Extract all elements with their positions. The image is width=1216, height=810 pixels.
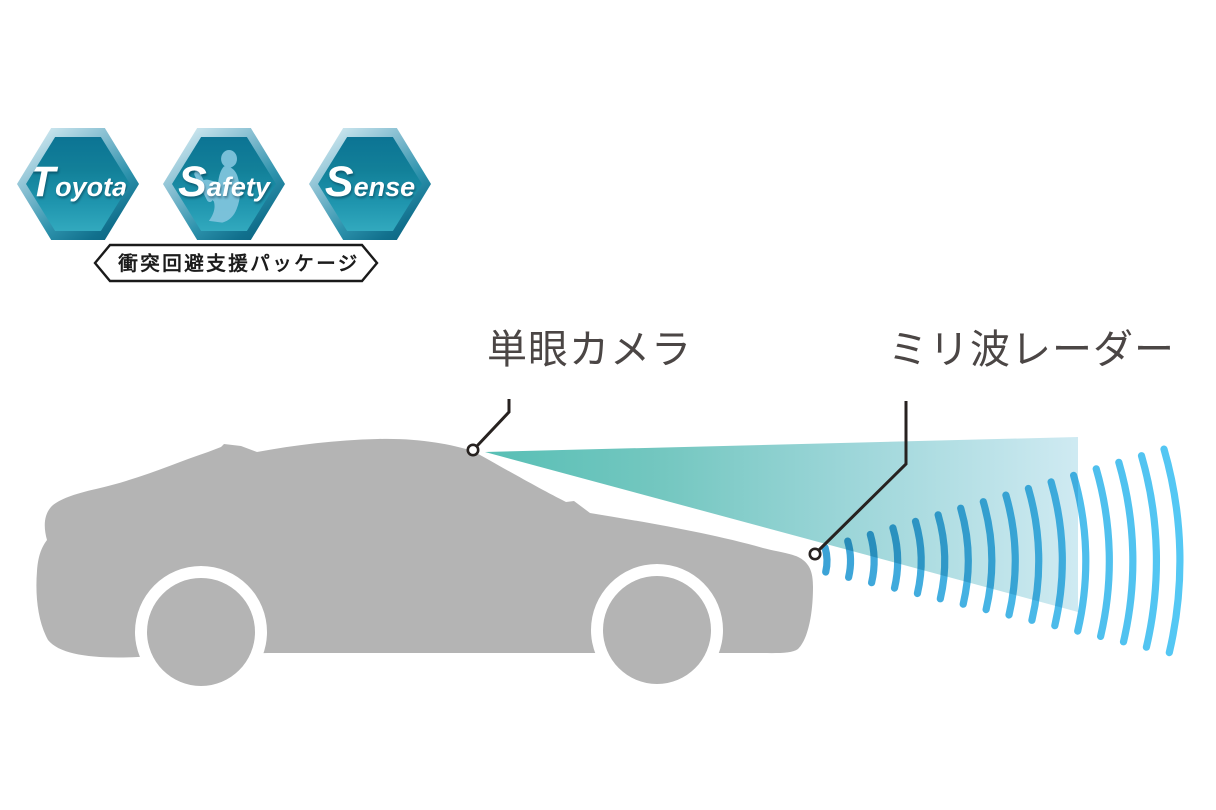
banner-shape (93, 243, 379, 283)
radar-wave-arc (821, 544, 831, 576)
front-wheel (603, 576, 711, 684)
logo-word-sense: Sense (324, 157, 416, 206)
radar-point-marker (808, 547, 822, 561)
radar-wave-arc (1092, 465, 1113, 640)
banner-text: 衝突回避支援パッケージ (117, 252, 360, 275)
radar-label: ミリ波レーダー (888, 328, 1175, 372)
radar-wave-arc (1160, 445, 1184, 657)
toyota-safety-sense-logo: Toyota Safety Sense 衝突回避支援 (0, 0, 460, 300)
driver-silhouette-icon (194, 150, 240, 223)
camera-cone (485, 437, 1078, 612)
camera-leader-line (475, 399, 511, 448)
camera-point-marker (466, 443, 480, 457)
radar-leader-line (817, 401, 908, 552)
rear-wheel (147, 578, 255, 686)
radar-wave-arc (1137, 452, 1160, 651)
camera-label: 単眼カメラ (487, 328, 692, 372)
radar-wave-arc (1115, 458, 1137, 646)
tss-banner: 衝突回避支援パッケージ (93, 243, 379, 283)
